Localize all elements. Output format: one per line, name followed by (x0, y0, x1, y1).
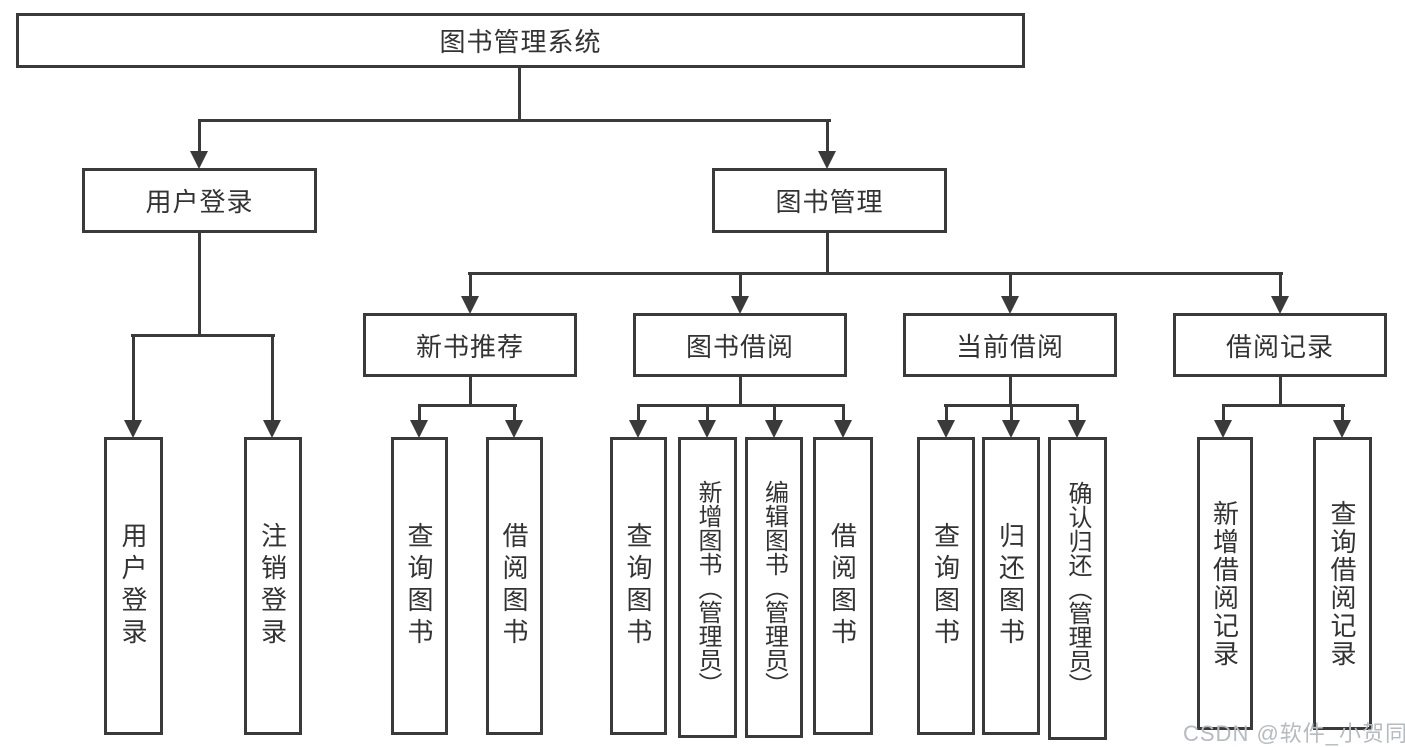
connector-line (706, 406, 709, 422)
arrow-down-icon (629, 420, 647, 438)
connector-line (1279, 377, 1282, 407)
leaf-logout: 注销登录 (244, 437, 302, 735)
connector-line (468, 272, 1283, 275)
connector-line (513, 406, 516, 422)
connector-line (469, 377, 472, 407)
arrow-down-icon (505, 420, 523, 438)
connector-line (842, 406, 845, 422)
arrow-down-icon (263, 420, 281, 438)
connector-line (1279, 275, 1282, 298)
connector-line (1341, 406, 1344, 422)
leaf-query-books-current: 查询图书 (917, 437, 975, 735)
connector-line (826, 122, 829, 153)
leaf-borrow-books-borrowing: 借阅图书 (813, 437, 873, 735)
leaf-label: 归还图书 (995, 522, 1026, 650)
node-label: 图书借阅 (685, 331, 794, 362)
arrow-down-icon (461, 296, 479, 314)
connector-line (1222, 406, 1225, 422)
leaf-query-books-borrowing: 查询图书 (610, 437, 667, 735)
connector-line (773, 406, 776, 422)
connector-line (826, 233, 829, 275)
node-library-management-system: 图书管理系统 (16, 13, 1025, 68)
node-current-borrowing: 当前借阅 (903, 313, 1117, 377)
leaf-add-borrow-record: 新增借阅记录 (1197, 437, 1253, 730)
leaf-label: 确认归还（管理员） (1064, 480, 1091, 697)
leaf-label: 查询借阅记录 (1327, 499, 1357, 668)
leaf-label: 查询图书 (623, 522, 653, 650)
connector-line (1010, 406, 1013, 422)
leaf-label: 用户登录 (118, 522, 148, 650)
leaf-confirm-return-admin: 确认归还（管理员） (1048, 437, 1107, 740)
leaf-borrow-books-recommend: 借阅图书 (486, 437, 543, 735)
arrow-down-icon (410, 420, 428, 438)
leaf-edit-book-admin: 编辑图书（管理员） (745, 437, 803, 738)
csdn-watermark: CSDN @软件_小贺同学 (1183, 721, 1405, 746)
connector-line (739, 377, 742, 407)
node-label: 借阅记录 (1225, 331, 1334, 362)
leaf-label: 借阅图书 (499, 522, 529, 650)
connector-line (131, 334, 275, 337)
connector-line (1076, 406, 1079, 422)
connector-line (198, 119, 831, 122)
arrow-down-icon (818, 151, 836, 169)
arrow-down-icon (731, 296, 749, 314)
connector-line (1009, 377, 1012, 407)
connector-line (198, 233, 201, 336)
arrow-down-icon (1214, 420, 1232, 438)
leaf-label: 查询图书 (930, 522, 961, 650)
leaf-return-books: 归还图书 (982, 437, 1040, 735)
leaf-query-borrow-record: 查询借阅记录 (1313, 437, 1372, 730)
arrow-down-icon (1001, 296, 1019, 314)
connector-line (945, 406, 948, 422)
arrow-down-icon (1271, 296, 1289, 314)
node-label: 用户登录 (145, 187, 254, 217)
arrow-down-icon (1068, 420, 1086, 438)
node-label: 当前借阅 (955, 331, 1064, 362)
arrow-down-icon (937, 420, 955, 438)
connector-line (271, 336, 274, 422)
arrow-down-icon (698, 420, 716, 438)
connector-line (132, 336, 135, 422)
leaf-user-login: 用户登录 (104, 437, 163, 735)
node-label: 图书管理系统 (439, 27, 602, 57)
node-label: 新书推荐 (415, 331, 524, 362)
leaf-label: 注销登录 (257, 522, 288, 650)
node-book-management: 图书管理 (712, 168, 947, 233)
connector-line (418, 406, 421, 422)
node-label: 图书管理 (775, 187, 884, 217)
arrow-down-icon (124, 420, 142, 438)
connector-line (198, 122, 201, 153)
leaf-query-books-recommend: 查询图书 (391, 437, 448, 735)
connector-line (637, 404, 845, 407)
arrow-down-icon (765, 420, 783, 438)
connector-line (418, 404, 517, 407)
connector-line (944, 404, 1079, 407)
connector-line (637, 406, 640, 422)
leaf-label: 新增图书（管理员） (694, 479, 721, 696)
node-user-login: 用户登录 (82, 168, 317, 233)
connector-line (1009, 275, 1012, 298)
node-borrowing-records: 借阅记录 (1173, 313, 1387, 377)
arrow-down-icon (190, 151, 208, 169)
connector-line (469, 275, 472, 298)
arrow-down-icon (1002, 420, 1020, 438)
leaf-label: 编辑图书（管理员） (760, 479, 788, 696)
leaf-label: 借阅图书 (827, 522, 858, 650)
arrow-down-icon (834, 420, 852, 438)
leaf-label: 查询图书 (404, 522, 434, 650)
connector-line (1222, 404, 1345, 407)
node-book-borrowing: 图书借阅 (633, 313, 847, 377)
connector-line (518, 68, 521, 122)
connector-line (739, 275, 742, 298)
leaf-label: 新增借阅记录 (1209, 499, 1240, 668)
node-new-book-recommendation: 新书推荐 (363, 313, 577, 377)
leaf-add-book-admin: 新增图书（管理员） (678, 437, 737, 738)
arrow-down-icon (1333, 420, 1351, 438)
